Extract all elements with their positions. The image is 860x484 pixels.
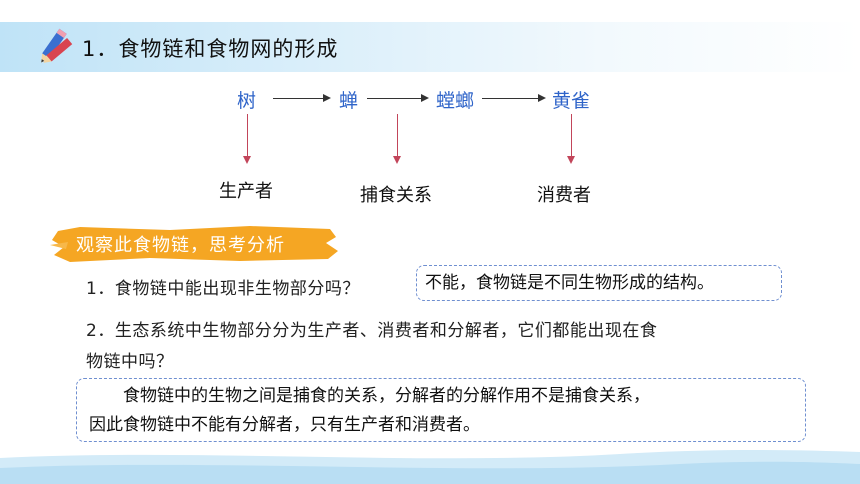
question-2-line-2: 物链中吗？ — [86, 352, 174, 372]
chain-arrow-3 — [482, 94, 546, 102]
question-1: 1．食物链中能出现非生物部分吗？ — [86, 279, 360, 299]
page-title: 1．食物链和食物网的形成 — [82, 37, 339, 61]
role-label-consumer: 消费者 — [537, 185, 591, 206]
chain-node-oriole: 黄雀 — [552, 90, 591, 112]
answer-1-text: 不能，食物链是不同生物形成的结构。 — [425, 273, 714, 293]
question-2-line-1: 2．生态系统中生物部分分为生产者、消费者和分解者，它们都能出现在食 — [86, 321, 658, 341]
banner-text: 观察此食物链，思考分析 — [76, 235, 285, 256]
role-arrow-producer — [243, 114, 251, 164]
role-arrow-consumer — [567, 114, 575, 164]
chain-arrow-1 — [273, 94, 331, 102]
chain-node-mantis: 螳螂 — [436, 90, 475, 112]
chain-node-cicada: 蝉 — [339, 90, 359, 112]
answer-2-line-1: 食物链中的生物之间是捕食的关系，分解者的分解作用不是捕食关系， — [123, 386, 650, 406]
brush-banner — [50, 226, 338, 262]
role-arrow-predation — [393, 114, 401, 164]
bottom-wave — [0, 450, 860, 484]
chain-arrow-2 — [367, 94, 429, 102]
role-label-producer: 生产者 — [219, 181, 273, 202]
answer-2-line-2: 因此食物链中不能有分解者，只有生产者和消费者。 — [89, 415, 480, 435]
header-band — [0, 22, 860, 72]
pencils-icon — [41, 28, 73, 63]
answer-2-box: 食物链中的生物之间是捕食的关系，分解者的分解作用不是捕食关系， 因此食物链中不能… — [76, 378, 806, 442]
chain-node-tree: 树 — [237, 90, 257, 112]
role-label-predation: 捕食关系 — [360, 185, 432, 206]
answer-1-box: 不能，食物链是不同生物形成的结构。 — [416, 265, 782, 301]
